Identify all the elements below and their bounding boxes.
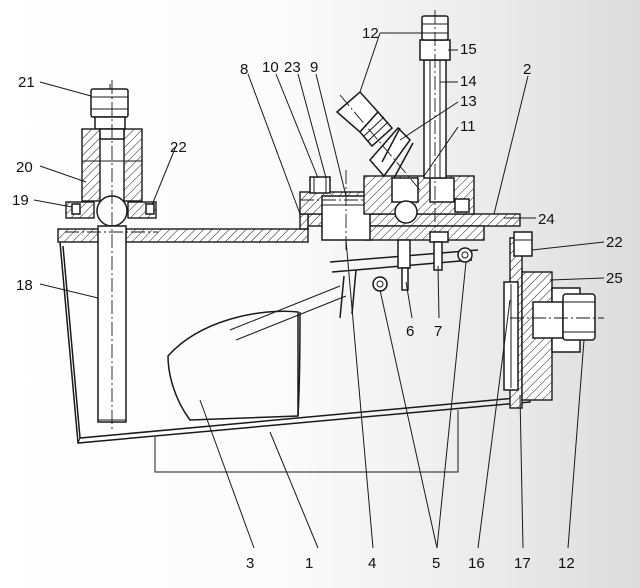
callout-10: 10 [262, 59, 279, 76]
callout-5: 5 [432, 555, 440, 572]
callout-1: 1 [305, 555, 313, 572]
callout-21: 21 [18, 74, 35, 91]
callout-13: 13 [460, 93, 477, 110]
callout-22-right: 22 [606, 234, 623, 251]
callout-12-bottom: 12 [558, 555, 575, 572]
callout-labels: 1 2 3 4 5 6 7 8 9 10 11 12 12 13 14 15 1… [12, 25, 623, 572]
callout-6: 6 [406, 323, 414, 340]
callout-17: 17 [514, 555, 531, 572]
callout-15: 15 [460, 41, 477, 58]
callout-20: 20 [16, 159, 33, 176]
callout-16: 16 [468, 555, 485, 572]
callout-22-left: 22 [170, 139, 187, 156]
callout-14: 14 [460, 73, 477, 90]
callout-11: 11 [460, 118, 476, 135]
level-indicator-assembly [503, 231, 604, 409]
filler-neck-assembly [65, 80, 158, 430]
callout-leaders [33, 32, 605, 549]
base-outline [154, 410, 459, 473]
callout-24: 24 [538, 211, 555, 228]
callout-8: 8 [240, 61, 248, 78]
float-lever [329, 231, 479, 319]
callout-25: 25 [606, 270, 623, 287]
callout-18: 18 [16, 277, 33, 294]
callout-2: 2 [523, 61, 531, 78]
callout-7: 7 [434, 323, 442, 340]
float [167, 285, 347, 421]
breather-plug [299, 170, 392, 250]
tank-body [59, 237, 531, 444]
callout-12-top: 12 [362, 25, 379, 42]
callout-23: 23 [284, 59, 301, 76]
callout-19: 19 [12, 192, 29, 209]
callout-4: 4 [368, 555, 376, 572]
callout-9: 9 [310, 59, 318, 76]
callout-3: 3 [246, 555, 254, 572]
